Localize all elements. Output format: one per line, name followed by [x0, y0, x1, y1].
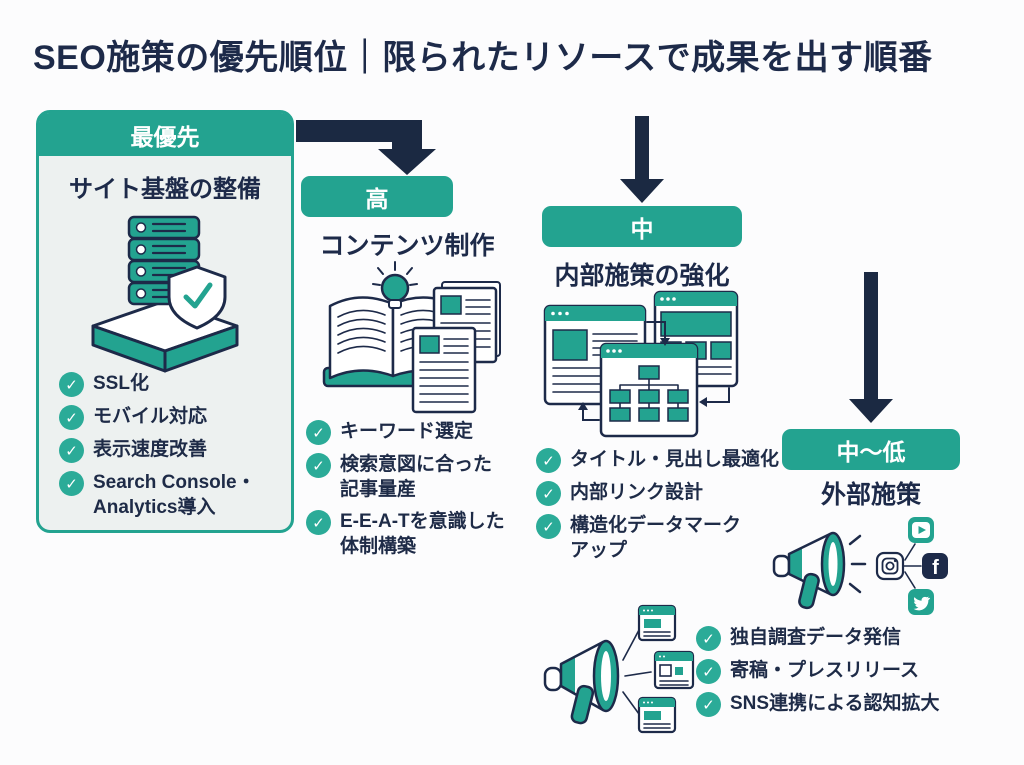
check-icon: ✓ — [536, 481, 561, 506]
list-item: ✓ 独自調査データ発信 — [696, 625, 996, 651]
check-icon: ✓ — [306, 510, 331, 536]
check-icon: ✓ — [696, 659, 721, 684]
column-heading-site-foundation: サイト基盤の整備 — [69, 176, 261, 203]
twitter-icon — [908, 589, 934, 615]
page-title: SEO施策の優先順位｜限られたリソースで成果を出す順番 — [33, 39, 933, 77]
column-heading-internal: 内部施策の強化 — [554, 262, 730, 290]
instagram-icon — [875, 551, 905, 581]
check-icon: ✓ — [696, 692, 721, 717]
priority-badge-medium-low: 中〜低 — [782, 429, 960, 470]
list-item: ✓ 検索意図に合った記事量産 — [306, 452, 546, 502]
checklist-internal: ✓ タイトル・見出し最適化 ✓ 内部リンク設計 ✓ 構造化データマークアップ — [536, 447, 791, 563]
list-item: ✓ E-E-A-Tを意識した体制構築 — [306, 509, 546, 559]
check-icon: ✓ — [306, 453, 331, 478]
checklist-external: ✓ 独自調査データ発信 ✓ 寄稿・プレスリリース ✓ SNS連携による認知拡大 — [696, 625, 996, 717]
priority-badge-high: 高 — [301, 176, 453, 217]
list-item: ✓ モバイル対応 — [59, 404, 258, 430]
list-item: ✓ Search Console・Analytics導入 — [59, 470, 258, 520]
youtube-icon — [908, 517, 934, 543]
article-window-icon — [653, 650, 695, 690]
check-icon: ✓ — [59, 471, 84, 496]
megaphone-icon — [543, 639, 620, 725]
check-icon: ✓ — [306, 420, 331, 445]
priority-card-site-foundation: 最優先 サイト基盤の整備 — [36, 110, 294, 533]
list-item: ✓ SSL化 — [59, 371, 258, 397]
list-item: ✓ キーワード選定 — [306, 419, 546, 445]
megaphone-icon — [772, 531, 867, 610]
priority-badge-medium: 中 — [542, 206, 742, 247]
flow-arrow-to-high — [296, 120, 436, 175]
column-heading-external: 外部施策 — [820, 481, 921, 509]
book-lightbulb-articles-icon — [322, 261, 501, 414]
megaphone-articles-icon — [543, 604, 695, 734]
browser-sitemap-icon — [543, 290, 739, 438]
megaphone-social-icon: f — [772, 517, 948, 615]
check-icon: ✓ — [696, 626, 721, 651]
checklist-site-foundation: ✓ SSL化 ✓ モバイル対応 ✓ 表示速度改善 ✓ Search Consol… — [59, 371, 258, 520]
list-item: ✓ 寄稿・プレスリリース — [696, 658, 996, 684]
article-doc-icon — [411, 326, 477, 414]
list-item: ✓ 構造化データマークアップ — [536, 513, 791, 563]
lightbulb-icon — [372, 261, 418, 309]
checklist-content: ✓ キーワード選定 ✓ 検索意図に合った記事量産 ✓ E-E-A-Tを意識した体… — [306, 419, 546, 559]
column-heading-content: コンテンツ制作 — [319, 232, 495, 260]
shield-check-icon — [167, 265, 227, 330]
check-icon: ✓ — [59, 438, 84, 463]
article-window-icon — [637, 696, 677, 734]
check-icon: ✓ — [536, 514, 561, 539]
article-window-icon — [637, 604, 677, 642]
list-item: ✓ 表示速度改善 — [59, 437, 258, 463]
sitemap-window-icon — [599, 342, 699, 438]
priority-badge-highest: 最優先 — [39, 113, 291, 156]
check-icon: ✓ — [59, 405, 84, 430]
check-icon: ✓ — [536, 448, 561, 473]
facebook-icon: f — [922, 553, 948, 579]
server-stack-shield-icon — [91, 215, 239, 373]
flow-arrow-to-medium — [620, 116, 664, 203]
list-item: ✓ タイトル・見出し最適化 — [536, 447, 791, 473]
check-icon: ✓ — [59, 372, 84, 397]
list-item: ✓ 内部リンク設計 — [536, 480, 791, 506]
link-arrows — [578, 321, 730, 421]
social-links — [903, 543, 922, 589]
svg-text:f: f — [932, 557, 939, 579]
list-item: ✓ SNS連携による認知拡大 — [696, 691, 996, 717]
flow-arrow-to-medium-low — [849, 272, 893, 423]
